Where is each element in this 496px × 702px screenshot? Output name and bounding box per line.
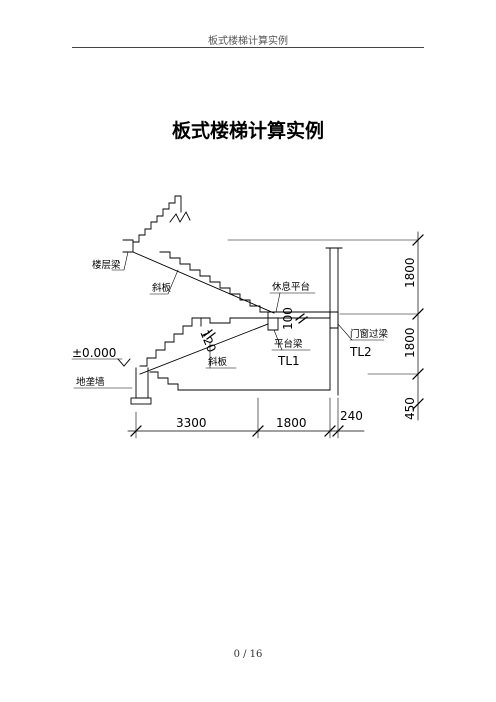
middle-flight-steps	[159, 251, 269, 313]
dim-v-1800-mid: 1800	[403, 327, 417, 358]
break-mark	[169, 211, 191, 223]
label-landing-thickness: 100	[281, 307, 295, 330]
label-landing-beam: 平台梁	[274, 338, 303, 350]
lower-flight-steps	[139, 317, 202, 367]
label-landing-beam-code: TL1	[277, 354, 300, 368]
label-lower-slab: 斜板	[208, 356, 228, 368]
upper-flight-steps	[132, 195, 182, 243]
base-steps	[149, 371, 331, 391]
landing-beam-outline	[267, 311, 279, 331]
label-floor-beam: 楼层梁	[92, 259, 121, 271]
door-lintel-outline	[329, 311, 339, 329]
lower-flight-top	[200, 317, 269, 324]
lower-slab-underside	[139, 323, 269, 375]
leader-floor-beam	[111, 251, 129, 271]
document-title: 板式楼梯计算实例	[171, 120, 324, 142]
dim-v-1800-top: 1800	[403, 257, 417, 288]
label-door-lintel-code: TL2	[349, 345, 372, 359]
dim-h-1800: 1800	[276, 416, 307, 430]
floor-beam-outline	[122, 239, 134, 253]
dim-h-240: 240	[340, 409, 363, 423]
page-number: 0 / 16	[233, 649, 263, 660]
header-divider	[72, 47, 424, 48]
dim-h-3300: 3300	[176, 416, 207, 430]
label-landing: 休息平台	[272, 281, 310, 293]
leader-upper-slab	[149, 269, 179, 295]
foundation-footing	[130, 397, 152, 405]
foundation-wall	[135, 367, 149, 399]
elevation-triangle	[117, 358, 131, 367]
label-upper-slab: 斜板	[152, 282, 172, 294]
dim-v-450: 450	[403, 397, 417, 420]
label-foundation-wall: 地垄墙	[76, 376, 105, 388]
running-header: 板式楼梯计算实例	[208, 36, 288, 47]
label-door-lintel: 门窗过梁	[350, 328, 389, 340]
label-elevation: ±0.000	[72, 346, 116, 360]
upper-slab-underside	[132, 251, 275, 314]
